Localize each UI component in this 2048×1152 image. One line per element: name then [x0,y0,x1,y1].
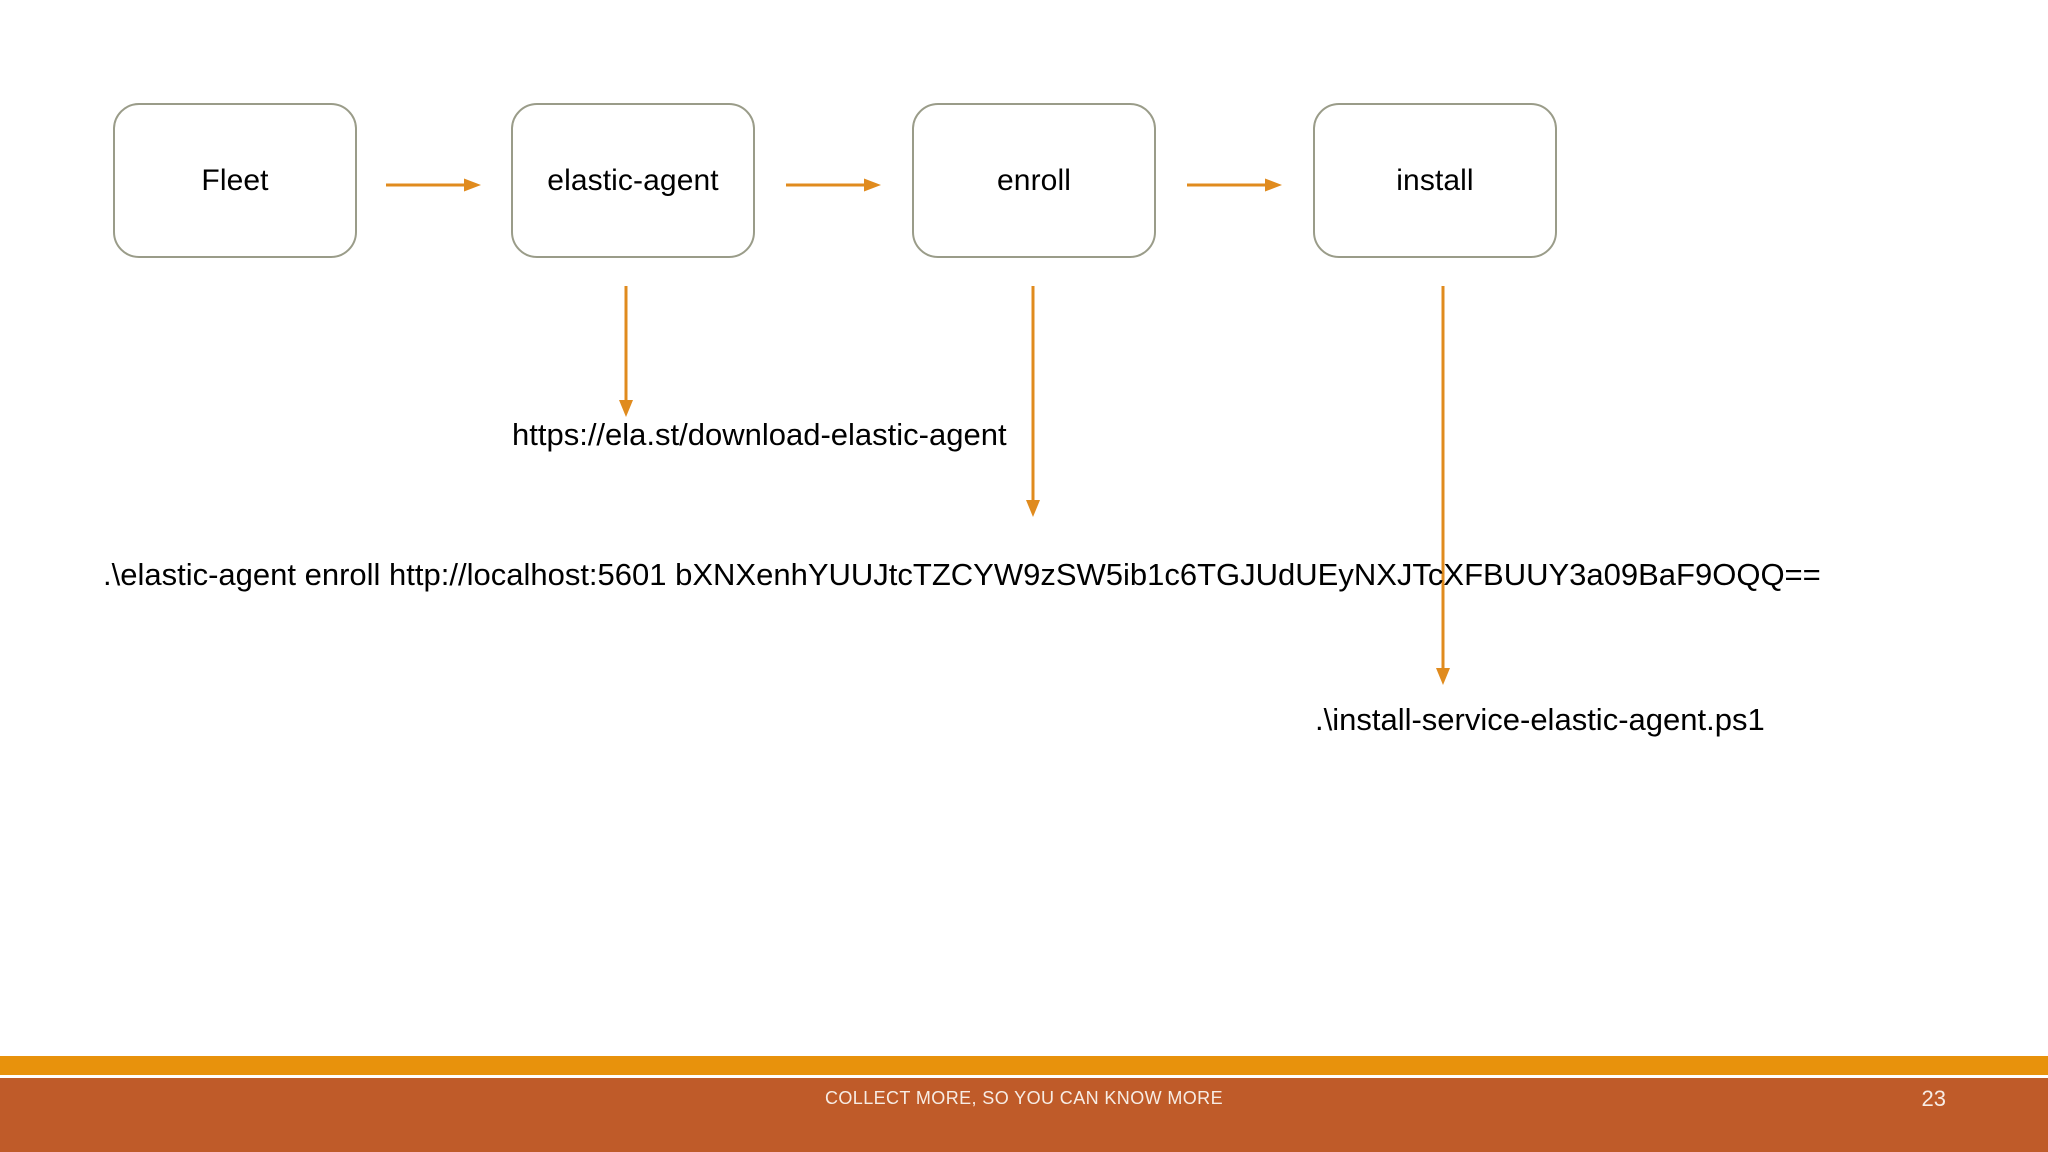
enroll-command-caption: .\elastic-agent enroll http://localhost:… [103,557,1821,592]
flow-box-fleet[interactable]: Fleet [113,103,357,258]
footer-page-number: 23 [1921,1086,1946,1111]
arrow-right-icon-elastic-agent-to-enroll [786,176,882,194]
arrow-down-icon-elastic-agent-to-download-url [617,286,635,418]
flow-box-label: enroll [997,163,1071,197]
slide-footer: COLLECT MORE, SO YOU CAN KNOW MORE 23 [0,1056,2048,1152]
arrow-down-icon-enroll-to-enroll-command [1024,286,1042,518]
arrow-down-icon-install-to-install-command [1434,286,1452,686]
flow-box-label: elastic-agent [547,163,719,197]
arrow-right-icon-enroll-to-install [1187,176,1283,194]
footer-tagline: COLLECT MORE, SO YOU CAN KNOW MORE [825,1088,1223,1108]
flow-box-install[interactable]: install [1313,103,1557,258]
footer-accent-strip [0,1056,2048,1075]
download-url-caption: https://ela.st/download-elastic-agent [512,417,1007,452]
flow-box-label: Fleet [201,163,269,197]
flow-box-enroll[interactable]: enroll [912,103,1156,258]
flow-box-elastic-agent[interactable]: elastic-agent [511,103,755,258]
flow-box-label: install [1396,163,1474,197]
install-command-caption: .\install-service-elastic-agent.ps1 [1315,702,1765,737]
arrow-right-icon-fleet-to-elastic-agent [386,176,482,194]
footer-band [0,1078,2048,1152]
